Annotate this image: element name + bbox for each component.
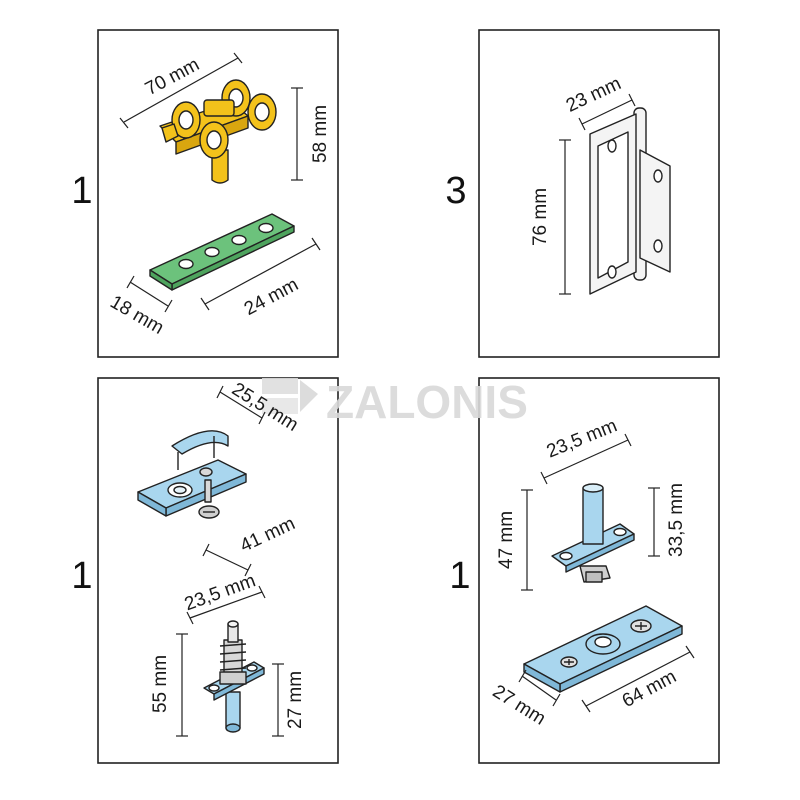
pivot-pin-lower-dimension	[648, 487, 660, 557]
spring-pin-height-dimension	[176, 633, 188, 737]
plate-width-dimension	[126, 275, 173, 313]
roller-carriage-icon	[159, 79, 277, 184]
panel-3-quantity: 1	[71, 555, 92, 597]
brand-logo-icon	[262, 378, 318, 414]
pivot-pin-height-dimension	[521, 489, 533, 591]
panel-1-quantity: 1	[71, 170, 92, 212]
roller-height-label: 58 mm	[310, 105, 331, 163]
panel-2-quantity: 3	[445, 170, 466, 212]
clip-length-dimension	[202, 543, 252, 577]
brand-name: ZALONIS	[326, 376, 528, 428]
hinge-height-label: 76 mm	[530, 188, 551, 246]
spring-pin-height-label: 55 mm	[150, 655, 171, 713]
plate-length-dimension	[200, 237, 321, 311]
spring-pivot-pin-icon	[203, 620, 265, 733]
spring-pin-width-dimension	[186, 585, 266, 625]
mounting-plate-icon	[149, 213, 295, 291]
hinge-width-dimension	[578, 93, 636, 131]
pivot-pin-lower-label: 33,5 mm	[666, 483, 687, 557]
panel-4-quantity: 1	[449, 555, 470, 597]
top-guide-clip-icon	[137, 430, 247, 519]
base-plate-length-dimension	[581, 645, 695, 713]
brand-watermark: ZALONIS	[262, 376, 528, 428]
hinge-icon	[589, 107, 671, 295]
roller-width-dimension	[119, 52, 243, 129]
pivot-pin-width-dimension	[540, 433, 632, 485]
panel-1-frame	[97, 29, 339, 358]
pivot-base-plate-icon	[523, 605, 683, 693]
hinge-height-dimension	[559, 139, 571, 295]
clip-width-dimension	[216, 385, 266, 425]
spring-pin-lower-label: 27 mm	[285, 671, 306, 729]
roller-height-dimension	[291, 87, 303, 181]
pivot-pin-height-label: 47 mm	[496, 511, 517, 569]
base-plate-width-dimension	[518, 669, 561, 707]
pivot-pin-icon	[551, 483, 635, 583]
spring-pin-lower-dimension	[272, 663, 284, 737]
